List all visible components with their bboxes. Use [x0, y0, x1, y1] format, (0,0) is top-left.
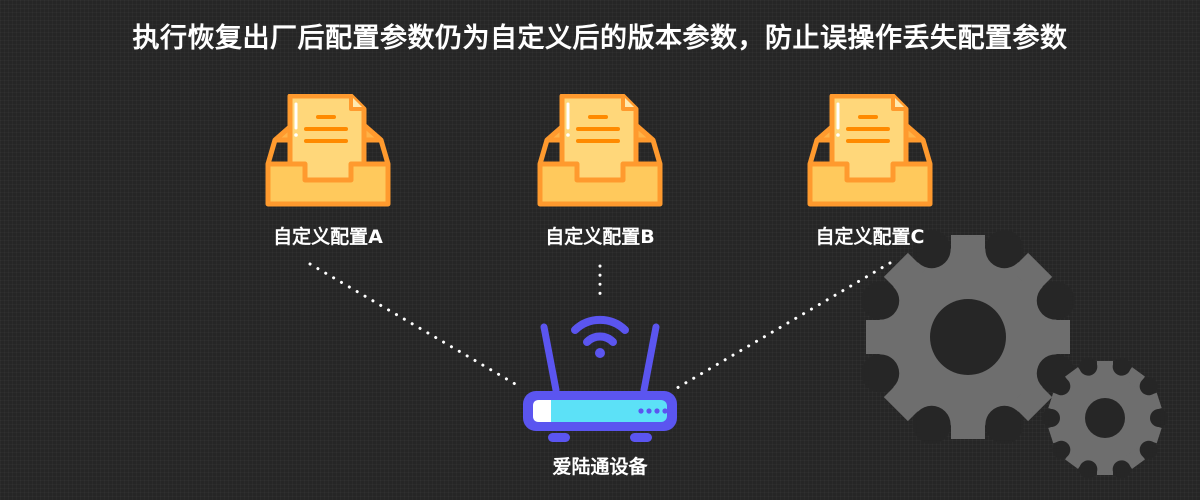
config-item-a: 自定义配置A [243, 94, 413, 249]
page-title: 执行恢复出厂后配置参数仍为自定义后的版本参数，防止误操作丢失配置参数 [132, 23, 1068, 54]
router-device: 爱陆通设备 [515, 300, 685, 478]
document-tray-icon [265, 94, 391, 207]
document-tray-icon [807, 94, 933, 207]
gears-icon [861, 230, 1168, 479]
document-tray-icon [537, 94, 663, 207]
config-item-b: 自定义配置B [515, 94, 685, 249]
wifi-router-icon [523, 315, 677, 442]
config-label: 自定义配置A [273, 226, 383, 248]
device-label: 爱陆通设备 [552, 456, 648, 478]
config-label: 自定义配置B [545, 226, 655, 248]
config-label: 自定义配置C [815, 226, 925, 248]
config-item-c: 自定义配置C [785, 94, 955, 249]
